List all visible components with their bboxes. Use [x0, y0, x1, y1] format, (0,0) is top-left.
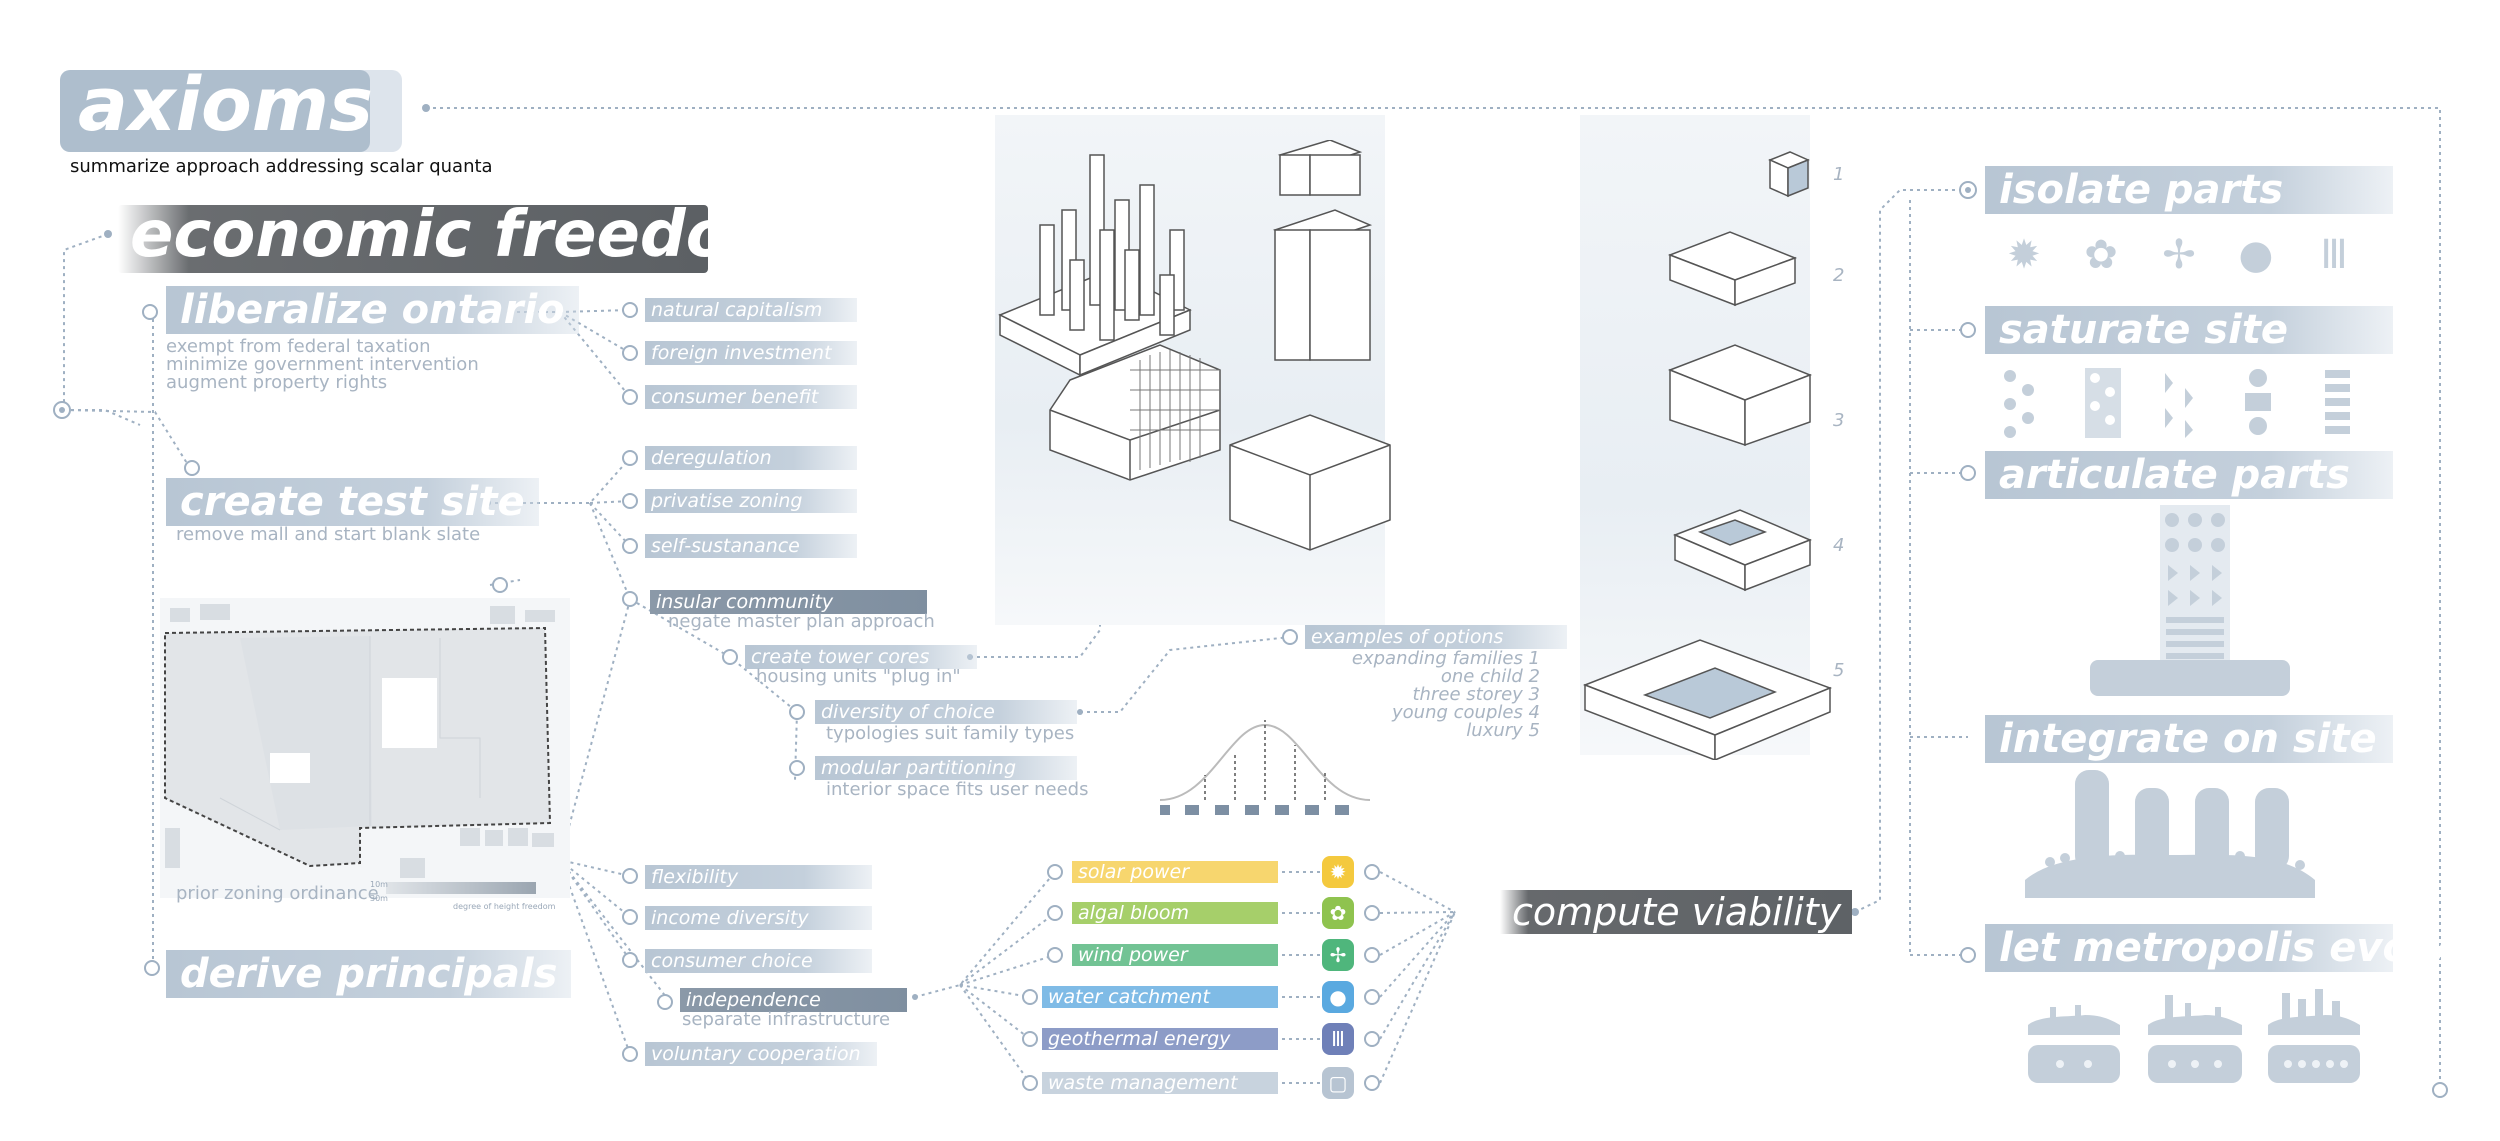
item-independence[interactable]: independence: [680, 988, 907, 1012]
option-row-4: young couples 4: [1392, 702, 1540, 723]
module-diagram: [1582, 151, 1833, 760]
item-diversity-choice[interactable]: diversity of choice: [815, 700, 1077, 724]
articulated-tower: [2090, 505, 2290, 696]
turbine-icon: ✢: [1322, 939, 1354, 971]
tower-diagram: [998, 140, 1391, 551]
towers-note: housing units "plug in": [756, 666, 961, 687]
insular-note: negate master plan approach: [668, 611, 935, 632]
option-row-1: expanding families 1: [1351, 648, 1540, 669]
item-modular-partitioning[interactable]: modular partitioning: [815, 756, 1077, 780]
item-self-sustanance[interactable]: self-sustanance: [645, 534, 857, 558]
title-tab: [60, 70, 370, 152]
module-number-1: 1: [1833, 164, 1845, 185]
diversity-note: typologies suit family types: [826, 723, 1075, 744]
module-number-4: 4: [1833, 535, 1845, 556]
liberalize-note-1: exempt from federal taxation: [166, 336, 431, 357]
compute-viability-tab[interactable]: compute viability: [1500, 890, 1852, 934]
item-tower-cores[interactable]: create tower cores: [745, 645, 977, 669]
independence-note: separate infrastructure: [682, 1009, 891, 1030]
item-consumer-choice[interactable]: consumer choice: [645, 949, 872, 973]
energy-waste[interactable]: waste management: [1042, 1072, 1278, 1094]
heading-tab: [118, 205, 708, 273]
liberalize-tab[interactable]: liberalize ontario: [166, 286, 579, 334]
isolate-tab[interactable]: isolate parts: [1985, 166, 2393, 214]
energy-water[interactable]: water catchment: [1042, 986, 1278, 1008]
section-heading: economic freedom: [130, 198, 797, 272]
bin-icon: ▢: [1322, 1067, 1354, 1099]
liberalize-note-3: augment property rights: [166, 372, 388, 393]
item-foreign-investment[interactable]: foreign investment: [645, 341, 857, 365]
pattern-tiles: [2004, 368, 2350, 438]
legend-10m: 10m: [370, 880, 388, 889]
item-examples-options[interactable]: examples of options: [1305, 625, 1567, 649]
option-row-3: three storey 3: [1412, 684, 1541, 705]
metropolis-evolution: [2028, 989, 2360, 1083]
energy-algal[interactable]: algal bloom: [1072, 902, 1278, 924]
flower-icon: ✿: [1322, 897, 1354, 929]
modular-note: interior space fits user needs: [826, 779, 1089, 800]
legend-30m: 30m: [370, 894, 388, 903]
item-voluntary-cooperation[interactable]: voluntary cooperation: [645, 1042, 877, 1066]
item-consumer-benefit[interactable]: consumer benefit: [645, 385, 857, 409]
item-flexibility[interactable]: flexibility: [645, 865, 872, 889]
energy-wind[interactable]: wind power: [1072, 944, 1278, 966]
legend-caption: degree of height freedom: [453, 902, 556, 911]
drop-icon: ●: [1322, 981, 1354, 1013]
articulate-tab[interactable]: articulate parts: [1985, 451, 2393, 499]
sun-icon: ✹: [1322, 856, 1354, 888]
option-row-5: luxury 5: [1466, 720, 1540, 741]
module-number-5: 5: [1833, 660, 1845, 681]
principals-tab[interactable]: derive principals: [166, 950, 572, 998]
pipe-icon: Ⅲ: [2320, 232, 2348, 278]
evolve-tab[interactable]: let metropolis evolve: [1985, 924, 2477, 972]
test-site-note: remove mall and start blank slate: [176, 524, 481, 545]
integrate-tab[interactable]: integrate on site: [1985, 715, 2393, 763]
height-legend: 10m 30m degree of height freedom: [370, 880, 555, 918]
distribution-curve: [1159, 720, 1371, 815]
site-map: [160, 598, 570, 898]
energy-geothermal[interactable]: geothermal energy: [1042, 1028, 1278, 1050]
option-row-2: one child 2: [1440, 666, 1540, 687]
turbine-icon: ✢: [2162, 232, 2196, 278]
test-site-tab[interactable]: create test site: [166, 478, 539, 526]
energy-solar[interactable]: solar power: [1072, 861, 1278, 883]
item-privatise-zoning[interactable]: privatise zoning: [645, 489, 857, 513]
flower-icon: ✿: [2084, 232, 2118, 278]
module-number-2: 2: [1833, 265, 1845, 286]
page-title: axioms: [78, 62, 374, 148]
liberalize-note-2: minimize government intervention: [166, 354, 479, 375]
saturate-tab[interactable]: saturate site: [1985, 306, 2393, 354]
item-deregulation[interactable]: deregulation: [645, 446, 857, 470]
zoning-caption: prior zoning ordinance: [176, 883, 379, 904]
drop-icon: ●: [2238, 232, 2274, 278]
integrated-towers: [2025, 770, 2315, 898]
module-number-3: 3: [1833, 410, 1845, 431]
item-natural-capitalism[interactable]: natural capitalism: [645, 298, 857, 322]
pipe-icon: Ⅲ: [1322, 1023, 1354, 1055]
item-income-diversity[interactable]: income diversity: [645, 906, 872, 930]
item-insular-community[interactable]: insular community: [650, 590, 927, 614]
page-subtitle: summarize approach addressing scalar qua…: [70, 156, 493, 177]
sun-icon: ✹: [2007, 232, 2041, 278]
